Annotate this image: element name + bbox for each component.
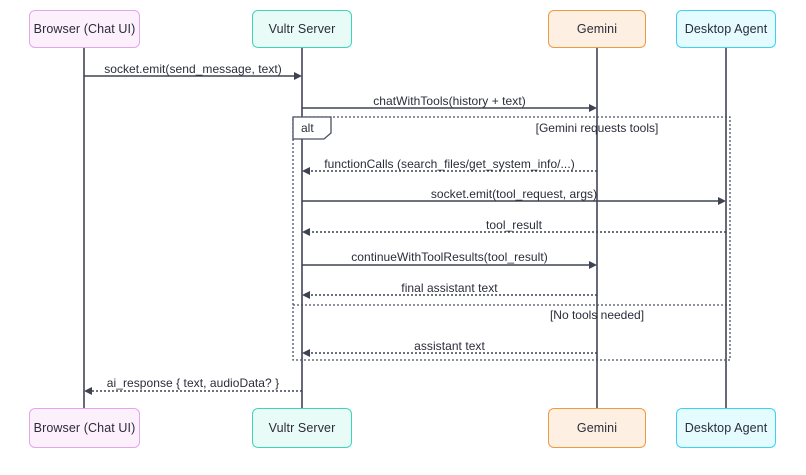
- message-arrowhead-m6: [589, 261, 597, 269]
- alt-frame-border: [292, 116, 731, 361]
- message-label-m4: socket.emit(tool_request, args): [430, 187, 598, 201]
- participant-agent-bottom[interactable]: Desktop Agent: [676, 408, 776, 448]
- message-label-m8: assistant text: [414, 339, 485, 353]
- participant-server-bottom[interactable]: Vultr Server: [252, 408, 352, 448]
- participant-gemini-top[interactable]: Gemini: [548, 10, 646, 48]
- participant-label: Desktop Agent: [684, 421, 768, 435]
- participant-label: Desktop Agent: [684, 22, 768, 36]
- alt-keyword-shape: [292, 116, 332, 140]
- message-arrowhead-m7: [302, 291, 310, 299]
- participant-label: Vultr Server: [268, 421, 336, 435]
- message-label-m3: functionCalls (search_files/get_system_i…: [324, 157, 575, 171]
- participant-browser-top[interactable]: Browser (Chat UI): [29, 10, 140, 48]
- message-arrowhead-m8: [302, 349, 310, 357]
- message-arrowhead-m5: [302, 228, 310, 236]
- message-arrowhead-m1: [294, 72, 302, 80]
- message-arrowhead-m2: [589, 104, 597, 112]
- participant-label: Browser (Chat UI): [33, 421, 136, 435]
- alt-condition-cond1: [Gemini requests tools]: [535, 121, 659, 135]
- message-arrows-group: [84, 72, 726, 395]
- message-arrowhead-m4: [718, 197, 726, 205]
- participant-server-top[interactable]: Vultr Server: [252, 10, 352, 48]
- alt-keyword-label: alt: [301, 121, 314, 135]
- participant-agent-top[interactable]: Desktop Agent: [676, 10, 776, 48]
- participant-label: Browser (Chat UI): [33, 22, 136, 36]
- participant-label: Gemini: [576, 22, 618, 36]
- participant-label: Vultr Server: [268, 22, 336, 36]
- message-label-m1: socket.emit(send_message, text): [104, 62, 282, 76]
- alt-frame-group: alt: [292, 116, 731, 361]
- message-label-m2: chatWithTools(history + text): [373, 94, 526, 108]
- participant-browser-bottom[interactable]: Browser (Chat UI): [29, 408, 140, 448]
- message-arrowhead-m3: [302, 167, 310, 175]
- message-label-m5: tool_result: [486, 218, 542, 232]
- message-label-m6: continueWithToolResults(tool_result): [351, 250, 548, 264]
- participant-gemini-bottom[interactable]: Gemini: [548, 408, 646, 448]
- participant-label: Gemini: [576, 421, 618, 435]
- message-arrowhead-m9: [84, 387, 92, 395]
- alt-condition-cond2: [No tools needed]: [549, 308, 645, 322]
- message-label-m7: final assistant text: [401, 281, 498, 295]
- message-label-m9: ai_response { text, audioData? }: [106, 376, 280, 390]
